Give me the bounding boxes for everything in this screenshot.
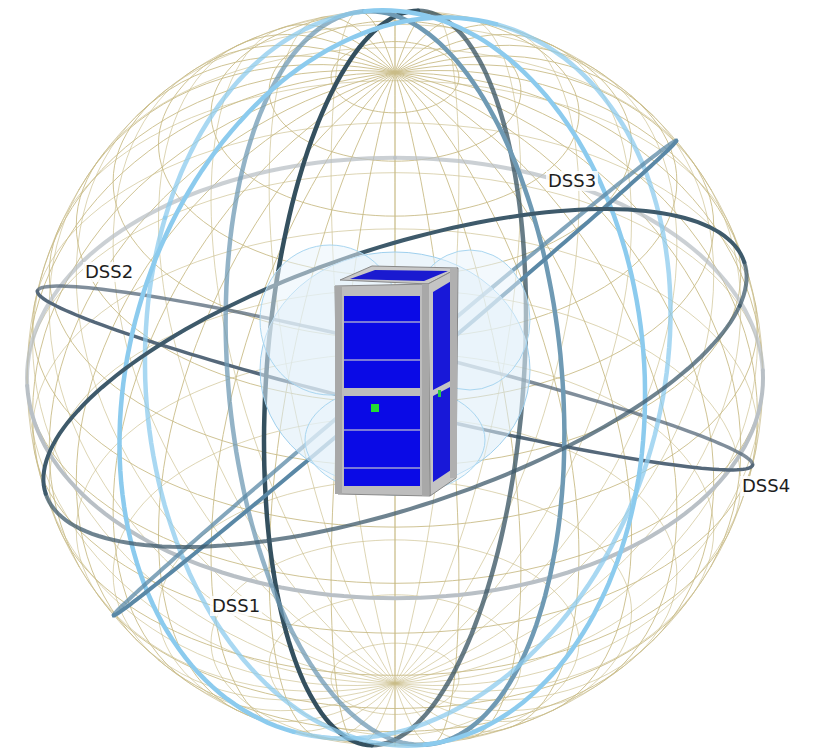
cubesat (335, 266, 458, 496)
meridian-line (711, 448, 741, 566)
meridian-line (76, 481, 137, 641)
parallel-line (534, 612, 632, 719)
meridian-line (331, 580, 357, 744)
sensor-label: DSS1 (210, 596, 262, 616)
sensor-ring (114, 551, 198, 615)
sensor-rings (27, 10, 763, 745)
meridian-line (137, 115, 714, 700)
parallel-line (544, 42, 632, 145)
parallel-line (623, 574, 677, 667)
parallel-line (686, 531, 714, 603)
parallel-line (755, 304, 757, 325)
parallel-line (693, 162, 714, 226)
sensor-ring (126, 518, 294, 732)
meridian-line (653, 481, 714, 641)
sphere-outline (27, 10, 763, 746)
meridian-line (553, 535, 631, 710)
parallel-line (331, 42, 459, 113)
meridian-line (331, 12, 433, 580)
parallel-line (331, 643, 459, 714)
meridian-line (395, 583, 396, 746)
sensor-ring (43, 209, 744, 494)
sensor-ring (120, 17, 497, 518)
sensor-ring (197, 141, 676, 551)
meridian-line (49, 190, 711, 692)
meridian-line (237, 35, 632, 536)
meridian-line (331, 12, 433, 744)
sensor-ring (114, 141, 677, 615)
meridian-line (186, 76, 677, 711)
parallel-line (753, 431, 758, 463)
meridian-line (237, 46, 632, 722)
field-of-view-blob (260, 245, 530, 495)
parallel-line (27, 367, 763, 583)
sensor-ring (226, 11, 426, 745)
parallel-line (37, 123, 755, 304)
sensor-ring (165, 11, 365, 217)
sensor-label: DSS3 (546, 171, 598, 191)
wireframe-grid (27, 10, 763, 746)
sensor-label: DSS4 (740, 476, 792, 496)
sensor-ring (740, 262, 747, 306)
sensor-ring (294, 24, 671, 738)
sensor-ring (724, 465, 753, 470)
sensor-label: DSS2 (83, 262, 135, 282)
